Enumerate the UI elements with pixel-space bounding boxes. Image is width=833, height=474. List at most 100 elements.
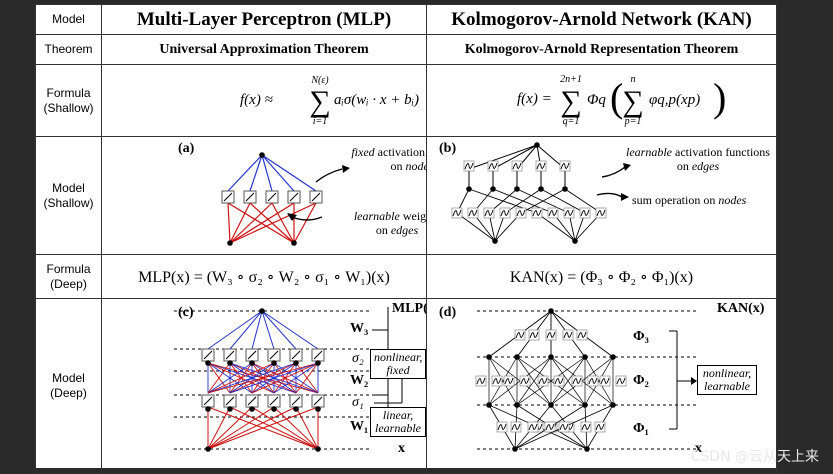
kan-outer-sum: ∑ (560, 85, 581, 118)
kan-b-inner-act-2-curve (484, 209, 494, 217)
mlp-shallow-activations (221, 152, 323, 246)
mlp-a-edge-in-0-1 (229, 202, 251, 244)
mlp-c-edge-in-0-5 (207, 406, 319, 450)
kan-d-act2a-1-curve (504, 377, 514, 385)
kan-d-act1-3-0-curve (545, 423, 555, 431)
kan-d-edge-mid-3-2 (550, 356, 586, 406)
kan-d-node1-1 (514, 402, 520, 408)
kan-b-outer-act-1-curve (488, 162, 498, 170)
mlp-shallow-diagram (221, 152, 350, 246)
kan-d-act3-3-curve (563, 331, 573, 339)
mlp-c-edge-mid-2-0 (207, 362, 253, 394)
box-linear-learnable: linear,learnable (370, 407, 426, 437)
label-w1: W₁ (350, 419, 369, 434)
mlp-term: aᵢσ(wᵢ · x + bᵢ) (334, 92, 419, 108)
kan-d-edge-mid-1-0 (488, 356, 518, 406)
kan-d-act2a-2-curve (538, 377, 548, 385)
row-label-formula-deep: Formula(Deep) (35, 254, 102, 299)
mlp-c-edge-mid-1-0 (207, 362, 231, 394)
arrowhead-sum (621, 193, 629, 201)
watermark: CSDN @云从天上来 (690, 449, 819, 465)
mlp-deep-network (174, 308, 372, 452)
mlp-c-edge-in-0-4 (207, 406, 297, 450)
mlp-a-output-node (259, 152, 265, 158)
mlp-c-act1-0-curve (203, 396, 213, 406)
mlp-a-edge-out-1 (249, 154, 263, 192)
mlp-c-edge-in-1-4 (295, 406, 319, 450)
kan-input-label: x (695, 441, 702, 456)
row-label-theorem: Theorem (35, 34, 102, 65)
annotation-learnable-weights: learnable weightson edges (353, 209, 427, 237)
mlp-c-node1-2 (249, 406, 255, 412)
kan-d-node1-3 (582, 402, 588, 408)
kan-d-act3-1-curve (529, 331, 539, 339)
mlp-heading: Multi-Layer Perceptron (MLP) (101, 4, 427, 35)
kan-inner-bottom: p=1 (624, 116, 642, 127)
kan-d-node2-3 (582, 354, 588, 360)
kan-b-outer-act-2-curve (512, 162, 522, 170)
kan-d-act3-2-curve (546, 331, 556, 339)
mlp-c-edge-mid-5-4 (295, 362, 319, 394)
panel-d-tag: (d) (439, 305, 457, 320)
row-label-model-shallow: Model(Shallow) (35, 136, 102, 255)
kan-lhs: f(x) = (517, 91, 552, 107)
panel-c-tag: (c) (178, 305, 194, 320)
mlp-c-edge-top-4 (261, 310, 297, 350)
kan-inner-fn: φq,p(xp) (649, 92, 700, 108)
arrowhead-learnable-edges (623, 163, 631, 171)
mlp-c-input-node-1 (315, 446, 321, 452)
kan-right-paren: ) (713, 75, 726, 120)
kan-b-input-node-1 (572, 238, 578, 244)
mlp-c-output-node (259, 308, 265, 314)
kan-inner-top: n (631, 74, 636, 85)
kan-b-edge-low-8 (540, 188, 586, 214)
kan-d-input-node-1 (584, 446, 590, 452)
kan-b-inner-act-4-curve (516, 209, 526, 217)
mlp-a-node-0-curve (223, 192, 233, 202)
kan-d-output-node (548, 308, 554, 314)
mlp-c-edge-in-1-3 (273, 406, 319, 450)
mlp-c-edge-top-3 (261, 310, 275, 350)
kan-d-node2-4 (610, 354, 616, 360)
panel-c-cell: (c) MLP(x) W₃ σ₂ W₂ σ₁ W₁ x nonlinear,fi… (101, 298, 427, 474)
kan-b-edge-low-6 (492, 188, 554, 214)
label-phi2: Φ₂ (633, 373, 649, 388)
kan-d-act2a-3-curve (572, 377, 582, 385)
kan-b-input-node-0 (492, 238, 498, 244)
mlp-c-act1-4-curve (291, 396, 301, 406)
label-w3: W₃ (350, 321, 369, 336)
kan-outer-bottom: q=1 (563, 116, 580, 127)
kan-d-act1-4-1-curve (595, 423, 605, 431)
annotation-sum-operation: sum operation on nodes (632, 193, 747, 207)
kan-theorem: Kolmogorov-Arnold Representation Theorem (426, 34, 777, 65)
mlp-deep-diagram (174, 307, 426, 452)
kan-b-inner-act-5-curve (532, 209, 542, 217)
kan-shallow-network (451, 142, 607, 244)
mlp-a-edge-in-0-3 (229, 202, 295, 244)
kan-b-sum-node-2 (514, 186, 520, 192)
kan-d-node2-2 (548, 354, 554, 360)
kan-deep-network (475, 308, 697, 452)
kan-output-label: KAN(x) (717, 301, 765, 316)
label-s1: σ₁ (352, 395, 364, 410)
kan-b-edge-top-1 (492, 144, 538, 170)
mlp-sum-sign: ∑ (309, 85, 330, 118)
kan-d-node2-1 (514, 354, 520, 360)
mlp-c-edge-top-5 (261, 310, 319, 350)
kan-d-act3-0-curve (515, 331, 525, 339)
mlp-c-node2-4 (293, 360, 299, 366)
mlp-c-act1-3-curve (269, 396, 279, 406)
box-nonlinear-fixed: nonlinear,fixed (370, 349, 426, 379)
mlp-c-act2-1-curve (225, 350, 235, 360)
mlp-c-node1-0 (205, 406, 211, 412)
mlp-c-edge-top-2 (251, 310, 263, 350)
panel-c: (c) MLP(x) W₃ σ₂ W₂ σ₁ W₁ x nonlinear,fi… (103, 300, 426, 473)
kan-d-act2b-1-curve (520, 377, 530, 385)
mlp-c-node2-2 (249, 360, 255, 366)
mlp-a-edge-out-3 (261, 154, 295, 192)
mlp-c-act1-5-curve (313, 396, 323, 406)
arrowhead-kan-box (691, 377, 697, 385)
